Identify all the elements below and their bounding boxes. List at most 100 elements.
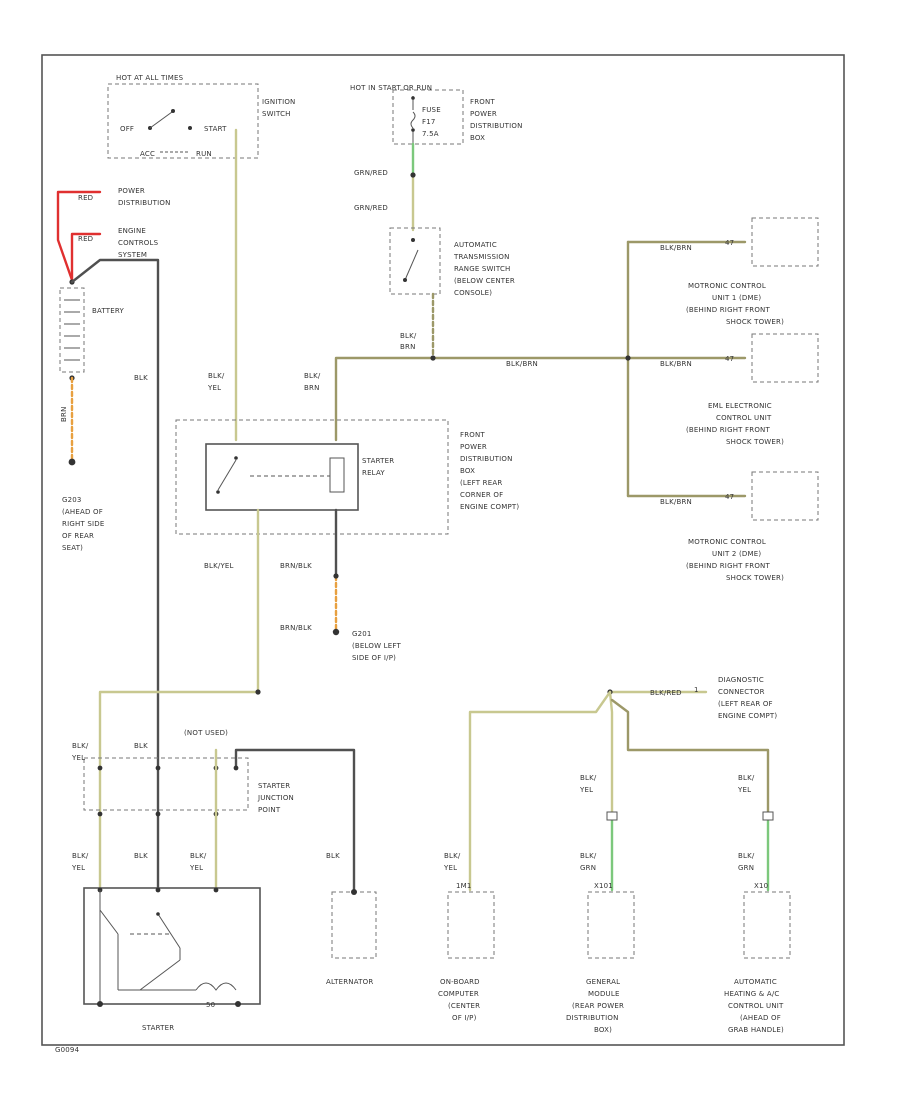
range-label-5: CONSOLE) — [454, 289, 492, 297]
ignition-label-1: IGNITION — [262, 98, 295, 106]
gm-4: DISTRIBUTION — [566, 1014, 619, 1022]
wire-label-range-out-2: BRN — [400, 343, 416, 351]
fdb-5: (LEFT REAR — [460, 479, 502, 487]
bus-wire-label: BLK/BRN — [506, 360, 538, 368]
junction-w1a: BLK/ — [72, 742, 89, 750]
hvac-control-unit: X10 AUTOMATIC HEATING & A/C CONTROL UNIT… — [724, 882, 791, 1034]
ignition-label-2: SWITCH — [262, 110, 291, 118]
relay-right-wire-1: BLK/ — [304, 372, 321, 380]
range-label-2: TRANSMISSION — [453, 253, 510, 261]
wire-label-grnred-b: GRN/RED — [354, 204, 388, 212]
obc-pin: 1M1 — [456, 882, 472, 890]
wire-obc — [468, 690, 612, 892]
motronic1-2: UNIT 1 (DME) — [712, 294, 761, 302]
eml-1: EML ELECTRONIC — [708, 402, 772, 410]
range-label-3: RANGE SWITCH — [454, 265, 511, 273]
g203-3: RIGHT SIDE — [62, 520, 104, 528]
fuse-text-1: FUSE — [422, 106, 441, 114]
range-label-1: AUTOMATIC — [454, 241, 497, 249]
gm-wire-bot-a: BLK/ — [580, 852, 597, 860]
gm-pin: X101 — [594, 882, 613, 890]
hvac-3: CONTROL UNIT — [728, 1002, 784, 1010]
motronic1-4: SHOCK TOWER) — [726, 318, 784, 326]
pd-label-1: POWER — [118, 187, 145, 195]
general-module: X101 GENERAL MODULE (REAR POWER DISTRIBU… — [566, 882, 635, 1034]
eml-3: (BEHIND RIGHT FRONT — [686, 426, 770, 434]
g201-3: SIDE OF I/P) — [352, 654, 396, 662]
ignition-pos-run: RUN — [196, 150, 212, 158]
junction-w4: BLK — [134, 852, 148, 860]
motronic2-2: UNIT 2 (DME) — [712, 550, 761, 558]
ecu-label-3: SYSTEM — [118, 251, 147, 259]
wire-gm-top — [608, 690, 614, 816]
wire-relay-out — [98, 508, 260, 892]
g201-1: G201 — [352, 630, 372, 638]
ignition-pos-acc: ACC — [140, 150, 155, 158]
starter: 50 STARTER — [83, 887, 261, 1032]
g203-2: (AHEAD OF — [62, 508, 103, 516]
diag-3: (LEFT REAR OF — [718, 700, 773, 708]
eml-pin: 47 — [725, 355, 734, 363]
alternator-label: ALTERNATOR — [326, 978, 373, 986]
ecu-label-1: ENGINE — [118, 227, 146, 235]
starter-relay: STARTER RELAY FRONT POWER DISTRIBUTION B… — [175, 419, 519, 535]
ignition-pos-off: OFF — [120, 125, 134, 133]
obc-wire-b: YEL — [443, 864, 457, 872]
junction-w5b: YEL — [189, 864, 203, 872]
on-board-computer: 1M1 ON-BOARD COMPUTER (CENTER OF I/P) — [438, 882, 495, 1022]
ignition-header: HOT AT ALL TIMES — [116, 74, 184, 82]
wire-alternator — [234, 748, 356, 892]
wire-label-blk-left: BLK — [134, 374, 148, 382]
obc-3: (CENTER — [448, 1002, 480, 1010]
junction-w5a: BLK/ — [190, 852, 207, 860]
junction-w3a: BLK/ — [72, 852, 89, 860]
starter-pin-50: 50 — [206, 1001, 215, 1009]
relay-ground-a: BRN/BLK — [280, 562, 312, 570]
alternator: ALTERNATOR — [326, 889, 377, 986]
hvac-wire-bot-a: BLK/ — [738, 852, 755, 860]
motronic2-1: MOTRONIC CONTROL — [688, 538, 766, 546]
wire-blk-battery — [70, 258, 160, 892]
fuse-text-2: F17 — [422, 118, 436, 126]
hvac-wire-top-b: YEL — [737, 786, 751, 794]
fdb-1: FRONT — [460, 431, 485, 439]
fdb-6: CORNER OF — [460, 491, 503, 499]
starter-junction-point: (NOT USED) STARTER JUNCTION POINT BLK/ Y… — [71, 729, 294, 872]
wire-label-range-out-1: BLK/ — [400, 332, 417, 340]
pd-wire-label: RED — [78, 194, 93, 202]
obc-2: COMPUTER — [438, 990, 479, 998]
motronic2-pin: 47 — [725, 493, 734, 501]
wire-label-grnred-a: GRN/RED — [354, 169, 388, 177]
motronic1-3: (BEHIND RIGHT FRONT — [686, 306, 770, 314]
relay-left-wire-2: YEL — [207, 384, 221, 392]
fuse-box: HOT IN START OR RUN FUSE F17 7.5A FRONT … — [350, 84, 522, 145]
range-switch: AUTOMATIC TRANSMISSION RANGE SWITCH (BEL… — [389, 227, 515, 297]
motronic-unit-2: BLK/BRN 47 MOTRONIC CONTROL UNIT 2 (DME)… — [660, 471, 819, 582]
relay-bottom-wire: BLK/YEL — [204, 562, 234, 570]
motronic1-wire: BLK/BRN — [660, 244, 692, 252]
gm-wire-top-b: YEL — [579, 786, 593, 794]
relay-right-wire-2: BRN — [304, 384, 320, 392]
diag-pin: 1 — [694, 686, 699, 694]
fuse-label-2: POWER — [470, 110, 497, 118]
wire-hvac-top — [610, 698, 770, 816]
g203-4: OF REAR — [62, 532, 94, 540]
ignition-switch: HOT AT ALL TIMES IGNITION SWITCH OFF STA… — [107, 74, 295, 159]
junction-2: JUNCTION — [257, 794, 294, 802]
diagram-frame — [41, 54, 845, 1046]
obc-wire-a: BLK/ — [444, 852, 461, 860]
junction-w2: BLK — [134, 742, 148, 750]
eml-4: SHOCK TOWER) — [726, 438, 784, 446]
junction-w3b: YEL — [71, 864, 85, 872]
g203-1: G203 — [62, 496, 82, 504]
ecu-wire-label: RED — [78, 235, 93, 243]
motronic1-pin: 47 — [725, 239, 734, 247]
battery-label: BATTERY — [92, 307, 125, 315]
ecu-label-2: CONTROLS — [118, 239, 159, 247]
eml-unit: BLK/BRN 47 EML ELECTRONIC CONTROL UNIT (… — [660, 333, 819, 446]
gm-3: (REAR POWER — [572, 1002, 624, 1010]
pd-label-2: DISTRIBUTION — [118, 199, 171, 207]
gm-wire-bot-b: GRN — [580, 864, 596, 872]
fdb-3: DISTRIBUTION — [460, 455, 513, 463]
